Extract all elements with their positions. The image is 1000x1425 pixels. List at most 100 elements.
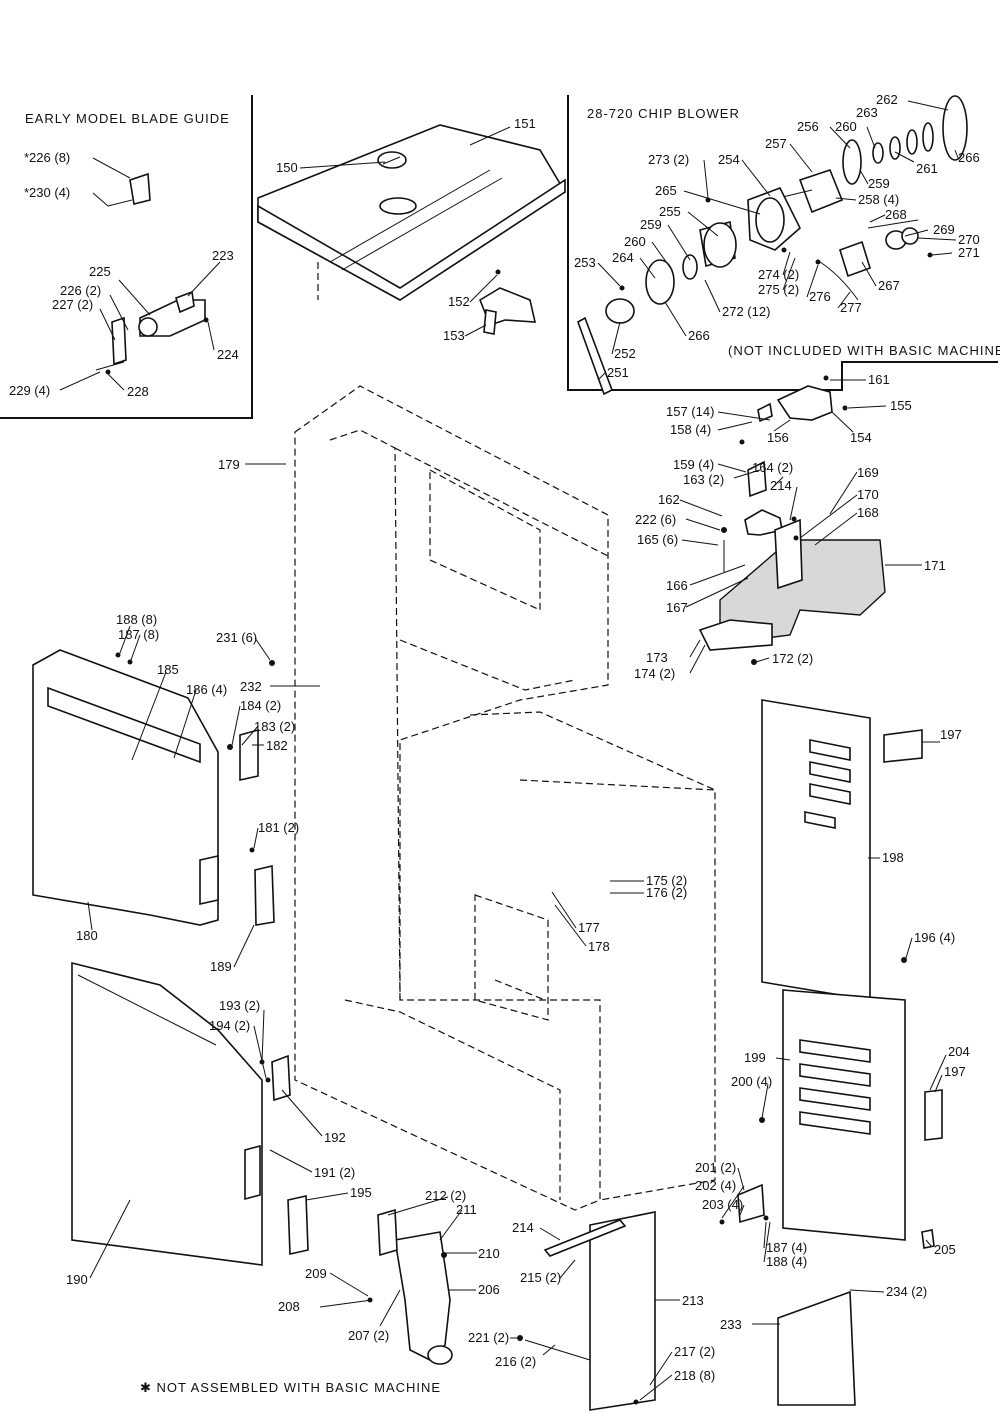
chip-blower-box: 28-720 CHIP BLOWER (NOT INCLUDED WITH BA… [567, 95, 1000, 391]
footnote: ✱ NOT ASSEMBLED WITH BASIC MACHINE [140, 1380, 441, 1395]
label-217: 217 (2) [674, 1344, 715, 1359]
label-198: 198 [882, 850, 904, 865]
label-208: 208 [278, 1299, 300, 1314]
chip-blower-note: (NOT INCLUDED WITH BASIC MACHINE) [728, 343, 1000, 358]
label-213: 213 [682, 1293, 704, 1308]
label-264: 264 [612, 250, 634, 265]
part-labels: *226 (8) *230 (4) 225 223 226 (2) 227 (2… [9, 92, 980, 1383]
lower-wheel-cover [71, 961, 309, 1266]
label-260a: 260 [835, 119, 857, 134]
upper-wheel-cover [32, 649, 275, 926]
label-183: 183 (2) [254, 719, 295, 734]
label-254: 254 [718, 152, 740, 167]
label-272: 272 (12) [722, 304, 770, 319]
label-252: 252 [614, 346, 636, 361]
label-230-star: *230 (4) [24, 185, 70, 200]
label-258: 258 (4) [858, 192, 899, 207]
label-163: 163 (2) [683, 472, 724, 487]
label-194: 194 (2) [209, 1018, 250, 1033]
label-195: 195 [350, 1185, 372, 1200]
label-234: 234 (2) [886, 1284, 927, 1299]
label-164: 164 (2) [752, 460, 793, 475]
label-154: 154 [850, 430, 872, 445]
label-266b: 266 [688, 328, 710, 343]
label-189: 189 [210, 959, 232, 974]
label-162: 162 [658, 492, 680, 507]
label-187a: 187 (8) [118, 627, 159, 642]
label-232: 232 [240, 679, 262, 694]
lower-parts [319, 1183, 769, 1411]
label-197a: 197 [940, 727, 962, 742]
table-assembly [257, 124, 567, 335]
early-blade-guide-parts [95, 172, 209, 375]
label-153: 153 [443, 328, 465, 343]
label-209: 209 [305, 1266, 327, 1281]
label-259a: 259 [868, 176, 890, 191]
label-151: 151 [514, 116, 536, 131]
label-202: 202 (4) [695, 1178, 736, 1193]
label-156: 156 [767, 430, 789, 445]
label-255: 255 [659, 204, 681, 219]
label-166: 166 [666, 578, 688, 593]
label-269: 269 [933, 222, 955, 237]
label-225: 225 [89, 264, 111, 279]
label-155: 155 [890, 398, 912, 413]
label-261: 261 [916, 161, 938, 176]
label-267: 267 [878, 278, 900, 293]
label-260b: 260 [624, 234, 646, 249]
chip-blower-title: 28-720 CHIP BLOWER [587, 106, 740, 121]
label-270: 270 [958, 232, 980, 247]
label-216: 216 (2) [495, 1354, 536, 1369]
early-model-blade-guide-box: EARLY MODEL BLADE GUIDE [0, 95, 253, 419]
label-169: 169 [857, 465, 879, 480]
label-214b: 214 [512, 1220, 534, 1235]
label-159: 159 (4) [673, 457, 714, 472]
label-186: 186 (4) [186, 682, 227, 697]
label-275: 275 (2) [758, 282, 799, 297]
label-266a: 266 [958, 150, 980, 165]
label-199: 199 [744, 1050, 766, 1065]
label-257: 257 [765, 136, 787, 151]
upper-guide-assembly [698, 375, 886, 665]
label-185: 185 [157, 662, 179, 677]
label-233: 233 [720, 1317, 742, 1332]
label-179: 179 [218, 457, 240, 472]
label-203: 203 (4) [702, 1197, 743, 1212]
label-253: 253 [574, 255, 596, 270]
label-256: 256 [797, 119, 819, 134]
label-165: 165 (6) [637, 532, 678, 547]
label-172: 172 (2) [772, 651, 813, 666]
label-214a: 214 [770, 478, 792, 493]
leader-lines [59, 100, 959, 1401]
label-226-star: *226 (8) [24, 150, 70, 165]
label-211: 211 [456, 1202, 477, 1217]
label-184: 184 (2) [240, 698, 281, 713]
label-218: 218 (8) [674, 1368, 715, 1383]
label-171: 171 [924, 558, 946, 573]
label-273: 273 (2) [648, 152, 689, 167]
label-263: 263 [856, 105, 878, 120]
label-262: 262 [876, 92, 898, 107]
right-panels [759, 699, 943, 1406]
label-196: 196 (4) [914, 930, 955, 945]
label-161: 161 [868, 372, 890, 387]
label-152: 152 [448, 294, 470, 309]
label-222: 222 (6) [635, 512, 676, 527]
label-173: 173 [646, 650, 668, 665]
label-223: 223 [212, 248, 234, 263]
label-277: 277 [840, 300, 862, 315]
label-180: 180 [76, 928, 98, 943]
label-226: 226 (2) [60, 283, 101, 298]
label-228: 228 [127, 384, 149, 399]
label-265: 265 [655, 183, 677, 198]
label-204: 204 [948, 1044, 970, 1059]
label-193: 193 (2) [219, 998, 260, 1013]
label-170: 170 [857, 487, 879, 502]
label-201: 201 (2) [695, 1160, 736, 1175]
label-192: 192 [324, 1130, 346, 1145]
label-215: 215 (2) [520, 1270, 561, 1285]
label-274: 274 (2) [758, 267, 799, 282]
label-177: 177 [578, 920, 600, 935]
label-182: 182 [266, 738, 288, 753]
